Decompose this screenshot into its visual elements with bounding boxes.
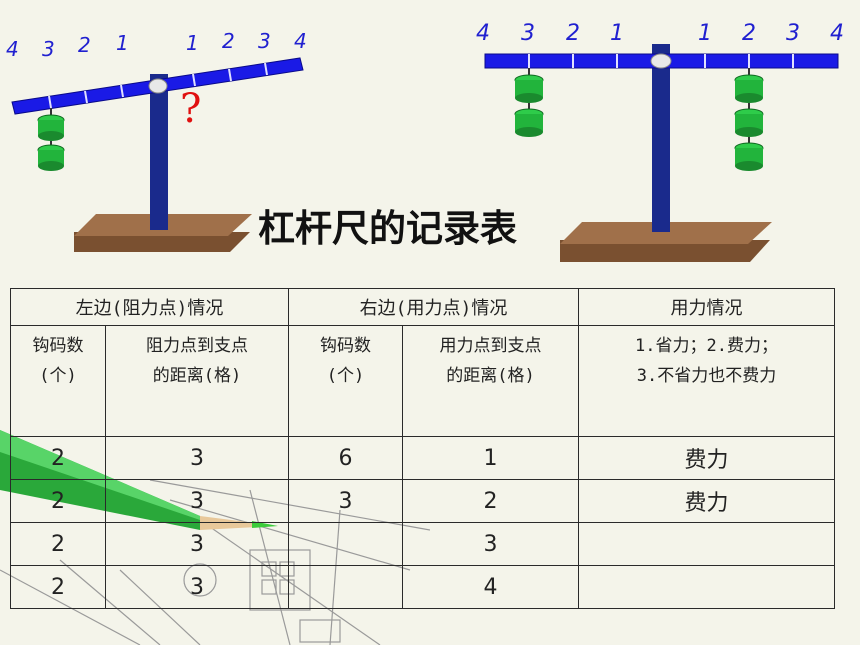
- table-row: 2 3 3: [10, 522, 835, 566]
- svg-text:1: 1: [610, 21, 624, 46]
- left-lever-tick-labels: 4 3 2 1 1 2 3 4: [6, 29, 307, 61]
- svg-text:3: 3: [42, 37, 55, 61]
- lever-illustrations: 4 3 2 1 1 2 3 4 ?: [6, 21, 844, 262]
- cell-left-distance: 3: [105, 436, 289, 480]
- right-lever: 4 3 2 1 1 2 3 4: [476, 21, 844, 262]
- left-lever: 4 3 2 1 1 2 3 4 ?: [6, 29, 307, 252]
- left-lever-post: [150, 74, 168, 230]
- cell-left-distance: 3: [105, 565, 289, 609]
- cell-right-distance: 1: [402, 436, 579, 480]
- table-row: 2 3 3 2 费力: [10, 479, 835, 523]
- svg-text:4: 4: [830, 21, 844, 46]
- cell-left-distance: 3: [105, 522, 289, 566]
- subheader-right-distance: 用力点到支点的距离(格): [402, 325, 579, 437]
- cell-right-weights: 6: [288, 436, 403, 480]
- svg-text:2: 2: [78, 33, 91, 57]
- subheader-left-weights: 钩码数(个): [10, 325, 106, 437]
- cell-effort: [578, 565, 835, 609]
- subheader-effort-legend: 1.省力；2.费力；3.不省力也不费力: [578, 325, 835, 437]
- cell-right-distance: 4: [402, 565, 579, 609]
- svg-text:4: 4: [294, 29, 307, 53]
- cell-right-weights: 3: [288, 479, 403, 523]
- svg-text:3: 3: [521, 21, 535, 46]
- right-lever-post: [652, 44, 670, 232]
- cell-right-distance: 3: [402, 522, 579, 566]
- left-lever-pivot: [148, 78, 168, 94]
- svg-text:2: 2: [566, 21, 580, 46]
- header-effort: 用力情况: [578, 288, 835, 326]
- subheader-left-distance: 阻力点到支点的距离(格): [105, 325, 289, 437]
- cell-effort: 费力: [578, 479, 835, 523]
- header-left-side: 左边(阻力点)情况: [10, 288, 289, 326]
- page-title: 杠杆尺的记录表: [258, 207, 517, 250]
- table-row: 2 3 4: [10, 565, 835, 609]
- right-lever-right-weights: [734, 68, 764, 171]
- table-row: 2 3 6 1 费力: [10, 436, 835, 480]
- cell-effort: 费力: [578, 436, 835, 480]
- right-lever-tick-labels: 4 3 2 1 1 2 3 4: [476, 21, 844, 46]
- record-table: 左边(阻力点)情况 右边(用力点)情况 用力情况 钩码数(个) 阻力点到支点的距…: [10, 288, 835, 609]
- svg-text:3: 3: [786, 21, 800, 46]
- right-lever-pivot: [650, 53, 672, 69]
- cell-effort: [578, 522, 835, 566]
- svg-text:4: 4: [476, 21, 490, 46]
- svg-text:1: 1: [186, 31, 199, 55]
- cell-right-distance: 2: [402, 479, 579, 523]
- svg-text:2: 2: [222, 29, 235, 53]
- svg-text:1: 1: [116, 31, 129, 55]
- header-right-side: 右边(用力点)情况: [288, 288, 579, 326]
- cell-left-distance: 3: [105, 479, 289, 523]
- cell-left-weights: 2: [10, 479, 106, 523]
- left-lever-weights: [37, 108, 65, 171]
- svg-text:2: 2: [742, 21, 756, 46]
- cell-left-weights: 2: [10, 522, 106, 566]
- subheader-right-weights: 钩码数(个): [288, 325, 403, 437]
- cell-left-weights: 2: [10, 565, 106, 609]
- cell-right-weights: [288, 522, 403, 566]
- right-lever-left-weights: [514, 68, 544, 137]
- svg-text:1: 1: [698, 21, 712, 46]
- question-mark: ?: [180, 86, 201, 132]
- cell-right-weights: [288, 565, 403, 609]
- svg-text:3: 3: [258, 29, 271, 53]
- svg-text:4: 4: [6, 37, 19, 61]
- cell-left-weights: 2: [10, 436, 106, 480]
